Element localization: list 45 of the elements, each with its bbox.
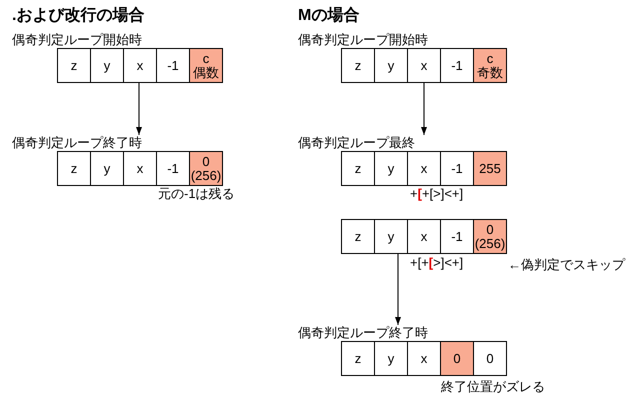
- tape-cell: -1: [440, 219, 474, 254]
- arrow: [136, 82, 142, 136]
- tape-cell: y: [90, 48, 124, 83]
- panel-heading: .および改行の場合: [12, 7, 144, 25]
- tape-cell: -1: [156, 48, 190, 83]
- tape-cell: y: [374, 48, 408, 83]
- tape-cell: y: [374, 341, 408, 376]
- row-heading: 偶奇判定ループ終了時: [12, 135, 142, 150]
- row-heading: 偶奇判定ループ終了時: [298, 325, 428, 340]
- tape-cell: 255: [473, 151, 507, 186]
- note-text: 終了位置がズレる: [441, 379, 545, 394]
- arrow: [421, 82, 427, 136]
- tape-cell: z: [341, 48, 375, 83]
- tape-cell: x: [123, 151, 157, 186]
- tape-cell: y: [374, 151, 408, 186]
- row-heading: 偶奇判定ループ開始時: [298, 32, 428, 47]
- note-text: ←偽判定でスキップ: [508, 257, 625, 272]
- tape-cell: 0 (256): [189, 151, 223, 186]
- tape-cell: -1: [440, 151, 474, 186]
- note-text: 元の-1は残る: [158, 186, 235, 201]
- tape-cell: 0: [473, 341, 507, 376]
- tape-cell: y: [374, 219, 408, 254]
- tape-cell: c 偶数: [189, 48, 223, 83]
- tape-cell: x: [123, 48, 157, 83]
- tape-cell: z: [341, 219, 375, 254]
- tape-cell: c 奇数: [473, 48, 507, 83]
- tape-cell: x: [407, 151, 441, 186]
- tape-cell: 0: [440, 341, 474, 376]
- tape-cell: x: [407, 219, 441, 254]
- tape-cell: z: [57, 151, 91, 186]
- tape-cell: y: [90, 151, 124, 186]
- code-text: +[+[>]<+]: [410, 186, 464, 201]
- tape-cell: z: [341, 341, 375, 376]
- tape-cell: -1: [440, 48, 474, 83]
- tape-cell: -1: [156, 151, 190, 186]
- panel-heading: Mの場合: [298, 7, 360, 25]
- tape-cell: z: [57, 48, 91, 83]
- tape-cell: 0 (256): [473, 219, 507, 254]
- tape-cell: z: [341, 151, 375, 186]
- tape-cell: x: [407, 48, 441, 83]
- arrow: [395, 254, 401, 326]
- code-text: +[+[>]<+]: [410, 255, 464, 270]
- row-heading: 偶奇判定ループ最終: [298, 135, 415, 150]
- tape-cell: x: [407, 341, 441, 376]
- row-heading: 偶奇判定ループ開始時: [12, 32, 142, 47]
